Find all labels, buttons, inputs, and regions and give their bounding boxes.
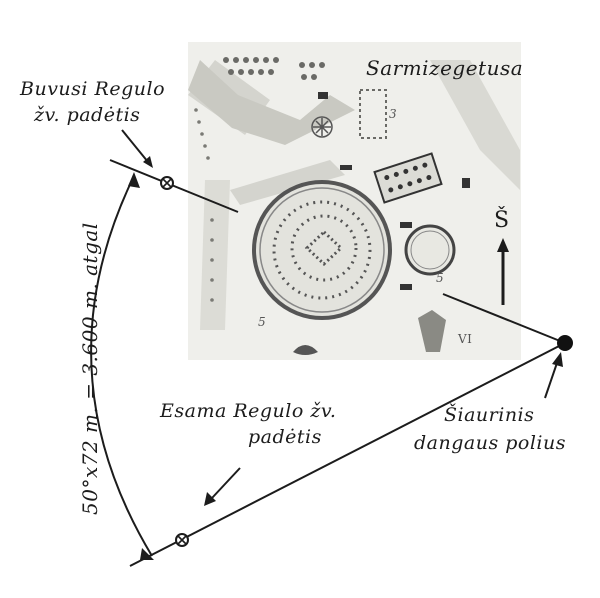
great-sanctuary-dots-inner	[290, 214, 358, 282]
current-label-arrowhead	[204, 492, 216, 506]
structure-3-outline	[359, 89, 387, 139]
current-star-marker-cross	[177, 535, 187, 545]
great-sanctuary-dots-outer	[272, 200, 372, 300]
map-road-right	[430, 60, 520, 190]
bottom-symbol	[293, 345, 318, 355]
great-sanctuary-center	[304, 229, 344, 267]
structure-number-5b: 5	[258, 315, 267, 329]
small-markers	[318, 92, 470, 290]
arc-arrow-top	[128, 172, 140, 188]
pole-label-arrow	[544, 359, 559, 399]
precession-arc	[90, 175, 153, 557]
pole-label-line1: Šiaurinis	[444, 404, 535, 426]
structure-number-5a: 5	[436, 271, 445, 285]
structure-number-3: 3	[389, 107, 398, 121]
small-sanctuary	[404, 224, 456, 276]
small-sanctuary-inner	[410, 230, 450, 270]
flower-symbol	[311, 116, 333, 138]
former-star-marker-cross	[162, 178, 172, 188]
former-label-arrow	[121, 129, 149, 163]
stone-dots-left	[194, 108, 214, 302]
arc-label: 50°x72 m. = 3.600 m. atgal	[78, 222, 102, 515]
structure-grid	[373, 152, 443, 204]
former-star-line	[109, 159, 239, 213]
current-star-label-line1: Esama Regulo žv.	[160, 400, 337, 422]
stone-cluster-top	[223, 57, 325, 80]
current-star-line	[129, 342, 566, 567]
site-name-label: Sarmizegetusa	[366, 56, 524, 80]
former-star-label-line1: Buvusi Regulo	[20, 78, 166, 100]
pole-label-arrowhead	[552, 352, 563, 367]
north-label: Š	[494, 208, 510, 233]
map-road-mid	[230, 160, 345, 205]
current-star-label-line2: padėtis	[248, 426, 322, 448]
celestial-pole-dot	[557, 335, 573, 351]
current-label-arrow	[211, 467, 241, 499]
former-star-label-line2: žv. padėtis	[34, 104, 141, 126]
great-sanctuary-inner-ring	[259, 187, 385, 313]
former-label-arrowhead	[143, 156, 153, 168]
pole-pointer-line	[442, 293, 566, 344]
arc-arrow-bottom	[140, 548, 154, 560]
map-road-left	[200, 180, 230, 330]
north-arrow-head	[497, 238, 509, 252]
structure-vi	[418, 310, 446, 352]
structure-number-vi: VI	[458, 332, 473, 346]
pole-label-line2: dangaus polius	[414, 432, 566, 454]
